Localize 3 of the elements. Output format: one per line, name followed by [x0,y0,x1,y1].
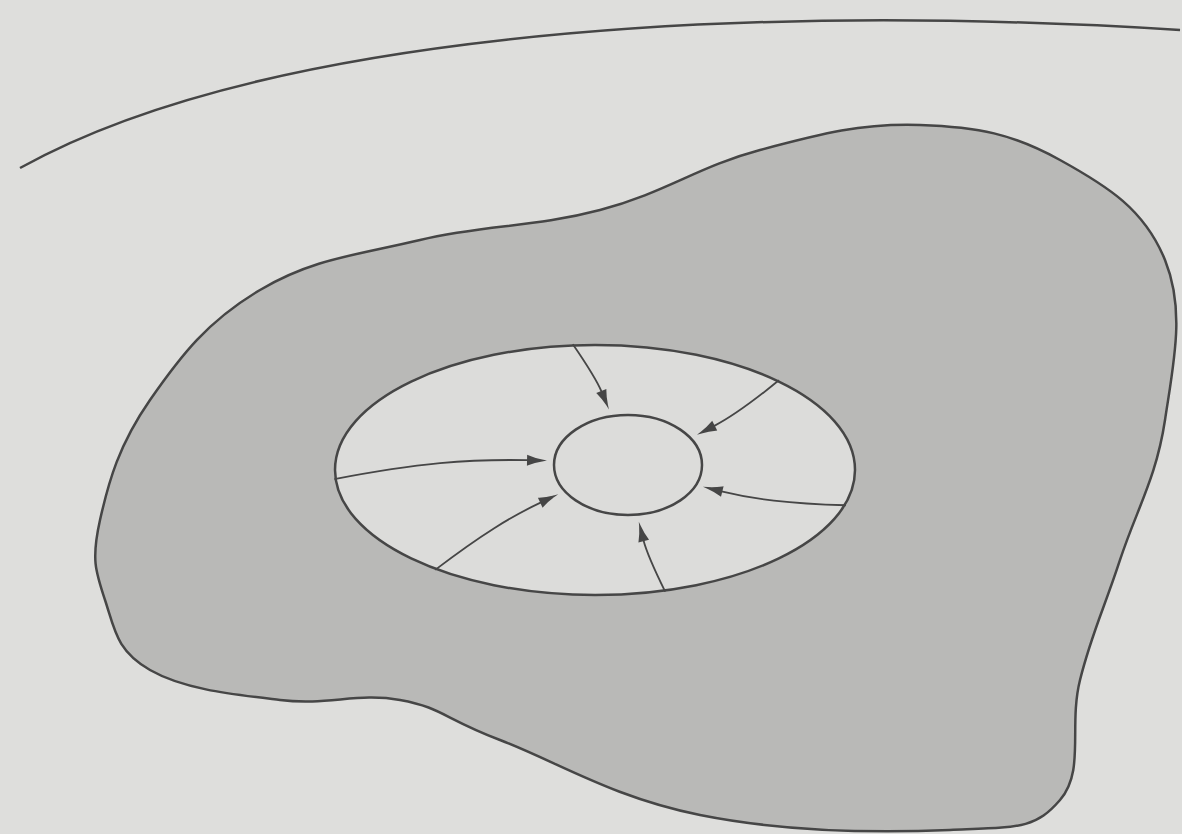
flow-arrow [706,486,847,507]
flow-arrow [638,525,667,593]
circle [552,413,704,517]
